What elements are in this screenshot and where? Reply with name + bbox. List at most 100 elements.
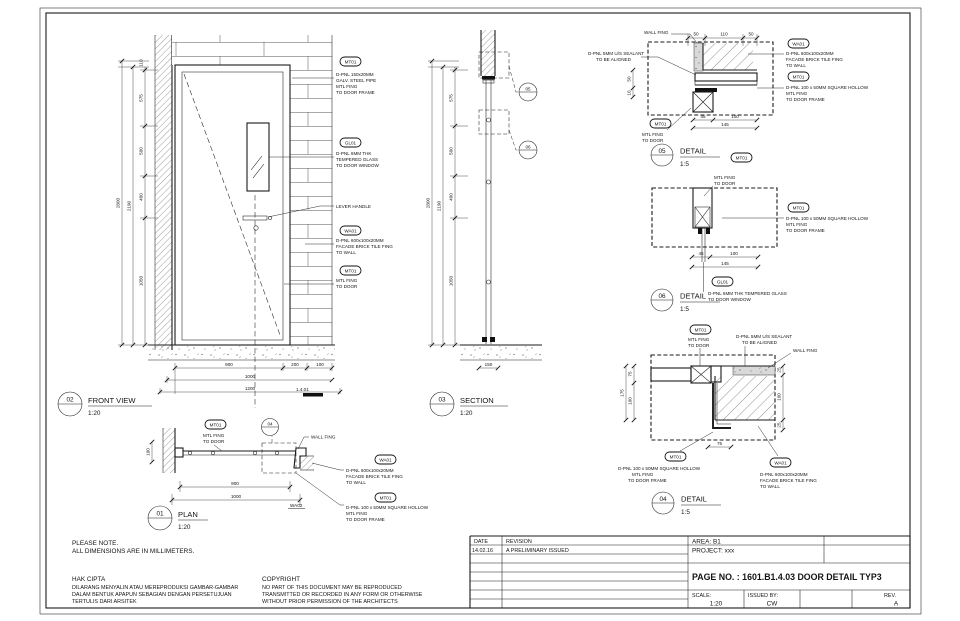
detail-number: 06	[658, 293, 666, 300]
dim-b2: 100	[730, 251, 738, 256]
dim-1000: 1000	[231, 494, 242, 499]
dim-r3: 25	[777, 422, 782, 428]
section-cut-mark: 1.4.01	[296, 387, 323, 397]
revision-header: REVISION	[506, 539, 532, 545]
plan-wall	[162, 428, 314, 473]
view-number: 01	[156, 511, 164, 518]
section-view-title: 03 SECTION 1:20	[429, 391, 508, 417]
copyright-line: NO PART OF THIS DOCUMENT MAY BE REPRODUC…	[262, 585, 402, 591]
front-wall	[154, 35, 333, 350]
annotation-line: FACADE BRICK TILE FING	[336, 244, 393, 249]
front-view: 2800 2190 110 575 500 400 1050 900 200 1…	[57, 35, 393, 417]
scale-value: 1:20	[710, 601, 723, 608]
annotation-handle: LEVER HANDLE	[267, 204, 371, 218]
annotation-line: MTL FING	[203, 433, 225, 438]
annotation-door: MT01 MTL FING TO DOOR	[642, 107, 692, 143]
sealant-line2: TO BE ALIGNED	[596, 57, 632, 62]
hak-cipta-title: HAK CIPTA	[72, 576, 106, 583]
tag-mt01: MT01	[655, 122, 667, 127]
view-scale: 1:20	[178, 524, 191, 531]
callout-04: 04	[267, 422, 273, 427]
annotation-line: TO DOOR	[203, 439, 225, 444]
annotation-line: WALL FING	[311, 435, 336, 440]
detail-title: DETAIL	[680, 292, 706, 301]
dim-wall: 100	[146, 448, 151, 456]
door-handle	[242, 215, 272, 231]
view-scale: 1:20	[88, 410, 101, 417]
copyright-title: COPYRIGHT	[262, 576, 300, 583]
hak-cipta-line: TERTULIS DARI ARSITEK	[72, 599, 137, 605]
dim-b1: 45	[698, 251, 704, 256]
tag-mt01: MT01	[670, 455, 682, 460]
front-door	[174, 64, 291, 408]
d04-annotations: MT01 MTL FING TO DOOR D-PNL 5MM U/S SEAL…	[618, 324, 818, 489]
annotation-door: MT01 MTL FING TO DOOR	[284, 265, 362, 289]
dim-t2: 110	[720, 32, 728, 37]
detail-number: 04	[659, 496, 667, 503]
d05-title: 05 DETAIL 1:5	[650, 143, 720, 168]
issued-by-value: CW	[767, 601, 779, 608]
annotation-line: TO DOOR	[714, 181, 736, 186]
annotation-line: TO DOOR	[688, 343, 710, 348]
copyright-line: WITHOUT PRIOR PERMISSION OF THE ARCHITEC…	[262, 599, 398, 605]
annotation-frame: MT01 D-PNL 100 x 50MM SQUARE HOLLOW MTL …	[757, 71, 869, 102]
view-scale: 1:20	[460, 410, 473, 417]
vision-panel	[246, 122, 270, 192]
annotation-line: TEMPERED GLASS	[336, 157, 378, 162]
annotation-line: LEVER HANDLE	[336, 204, 371, 209]
tag-mt01: MT01	[736, 156, 748, 161]
area-value: AREA: B1	[692, 539, 721, 546]
annotation-wallfing: WALL FING	[297, 435, 336, 450]
page-number: PAGE NO. : 1601.B1.4.03 DOOR DETAIL TYP3	[692, 572, 882, 582]
please-note: PLEASE NOTE.	[72, 540, 118, 547]
plan-annotations: MT01 MTL FING TO DOOR WALL FING WA01 D-P…	[203, 419, 429, 522]
annotation-line: MTL FING	[346, 511, 368, 516]
front-view-title: 02 FRONT VIEW 1:20	[57, 391, 152, 417]
annotation-line: D-PNL 100 x 50MM SQUARE HOLLOW	[618, 466, 701, 471]
section-view: 2800 2190 575 500 400 1050 05 06	[426, 30, 542, 417]
date-value: 14.02.16	[472, 548, 493, 554]
tag-wa01: WA01	[344, 229, 357, 234]
project-value: PROJECT: xxx	[692, 548, 735, 555]
tag-mt01: MT01	[345, 60, 357, 65]
sealant-line1: D-PNL 5MM U/S SEALANT	[588, 51, 644, 56]
dim-b1: 75	[717, 441, 723, 446]
dim-b2: 1000	[245, 374, 256, 379]
wallfing-label: WALL FING	[644, 30, 669, 35]
front-ground	[148, 344, 335, 361]
dim-b1: 45	[700, 114, 706, 119]
dim-top: 110	[139, 59, 144, 67]
dim-l2: 10	[627, 90, 632, 96]
scale-header: SCALE:	[692, 593, 711, 599]
date-header: DATE	[474, 539, 488, 545]
d04-dims: 75 100 175 25 100 25 75	[620, 363, 786, 450]
copyright-line: TRANSMITTED OR RECORDED IN ANY FORM OR O…	[262, 592, 423, 598]
annotation-line: D-PNL 600x100x20MM	[786, 51, 834, 56]
d05-annotations: WALL FING D-PNL 5MM U/S SEALANT TO BE AL…	[588, 30, 869, 143]
annotation-line: D-PNL 100 x 50MM SQUARE HOLLOW	[786, 85, 869, 90]
annotation-line: TO DOOR	[642, 138, 664, 143]
section-door-leaf	[482, 80, 495, 344]
dim-seg4: 1050	[139, 275, 144, 286]
annotation-line: MTL FING	[688, 337, 710, 342]
annotation-line: TO WALL	[346, 480, 366, 485]
front-dims-left: 2800 2190 110 575 500 400 1050	[116, 58, 158, 348]
annotation-glass: GL01 D-PNL 6MM THK TEMPERED GLASS TO DOO…	[703, 262, 787, 302]
d06-drawing	[692, 187, 713, 262]
sealant-line1: D-PNL 5MM U/S SEALANT	[736, 334, 792, 339]
detail-number: 05	[658, 148, 666, 155]
dim-seg1: 575	[449, 94, 454, 102]
dim-overall: 2800	[116, 197, 121, 208]
detail-05: 50 110 50 50 10 45 100 145 WALL FING D-P…	[588, 30, 869, 197]
annotation-line: MTL FING	[336, 84, 358, 89]
annotation-line: D-PNL 100 x 50MM SQUARE HOLLOW	[346, 505, 429, 510]
issued-by-header: ISSUED BY:	[748, 593, 778, 599]
tag-mt01: MT01	[793, 206, 805, 211]
wa02-label: WA02	[290, 503, 303, 508]
detail-06: 45 100 145 MT01 D-PNL 100 x 50MM SQUARE …	[650, 187, 869, 313]
detail-04: 75 100 175 25 100 25 75 MT01 MTL FING TO…	[618, 324, 818, 516]
dim-seg3: 400	[449, 193, 454, 201]
dim-b1c: 100	[316, 362, 324, 367]
